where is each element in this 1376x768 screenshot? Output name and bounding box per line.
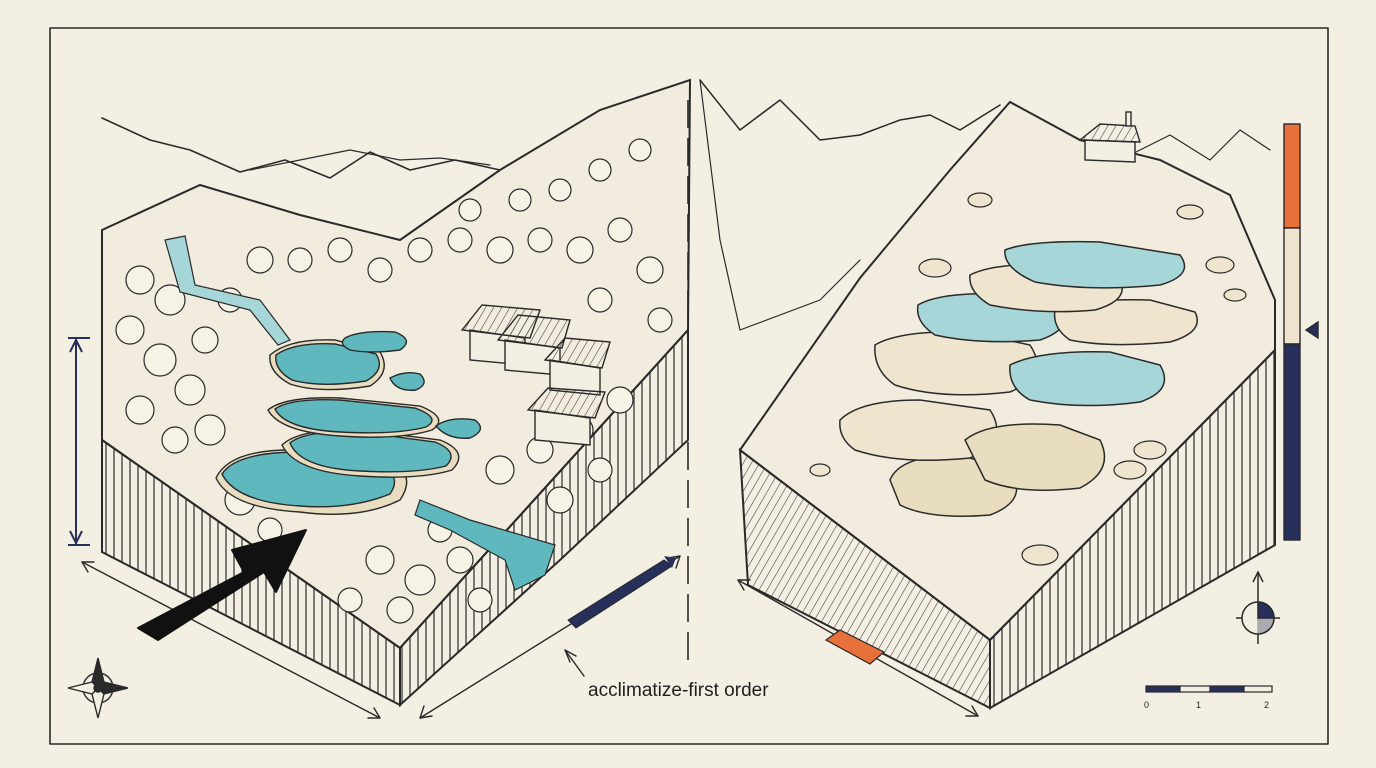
north-dial-icon [1236, 572, 1280, 644]
right-mountains-far [1130, 130, 1270, 160]
scale-tick-1: 1 [1196, 700, 1201, 710]
caption-pointer [565, 650, 584, 676]
scale-tick-0: 0 [1144, 700, 1149, 710]
order-caption: acclimatize-first order [588, 680, 769, 702]
right-block-travertine [700, 80, 1275, 708]
compass-rose-icon [68, 658, 128, 718]
elevation-pointer [1306, 322, 1318, 338]
hilltop-cabin [1080, 112, 1140, 162]
scale-tick-2: 2 [1264, 700, 1269, 710]
left-height-dimension [68, 338, 90, 545]
pool-far [342, 332, 406, 352]
navy-route-marker [568, 556, 676, 628]
valley-slope [700, 80, 860, 330]
scale-bar [1146, 686, 1272, 692]
right-mountain-range [700, 80, 1000, 140]
elevation-bar [1284, 124, 1318, 540]
